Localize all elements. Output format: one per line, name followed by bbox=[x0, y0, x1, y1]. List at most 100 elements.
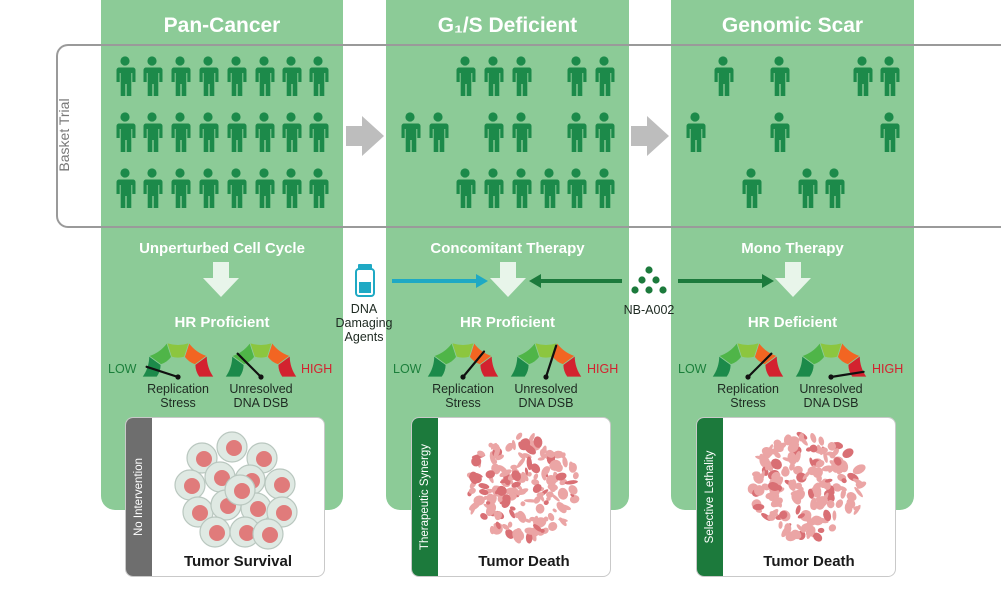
person-icon bbox=[595, 112, 615, 152]
arrow-down-icon bbox=[203, 262, 239, 297]
person-icon bbox=[484, 168, 504, 208]
person-icon bbox=[255, 56, 275, 96]
low-label: LOW bbox=[393, 362, 422, 376]
column-title: Genomic Scar bbox=[721, 14, 864, 37]
person-icon bbox=[227, 168, 247, 208]
person-icon bbox=[512, 56, 532, 96]
person-icon bbox=[171, 56, 191, 96]
dna-dsb-gauge bbox=[509, 341, 583, 380]
hr-status: HR Proficient bbox=[174, 314, 270, 331]
person-icon bbox=[567, 56, 587, 96]
arrow-right-icon bbox=[346, 116, 384, 156]
person-icon bbox=[143, 112, 163, 152]
card-tab: Therapeutic Synergy bbox=[412, 418, 438, 576]
person-icon bbox=[199, 112, 219, 152]
high-label: HIGH bbox=[872, 362, 904, 376]
high-label: HIGH bbox=[587, 362, 619, 376]
person-icon bbox=[171, 112, 191, 152]
replication-stress-gauge bbox=[426, 341, 500, 380]
person-icon bbox=[116, 112, 136, 152]
person-icon bbox=[880, 112, 900, 152]
column-subtitle: Concomitant Therapy bbox=[430, 240, 585, 257]
drug-label: NB-A002 bbox=[623, 303, 675, 317]
vial-icon bbox=[355, 264, 375, 297]
hr-status: HR Proficient bbox=[459, 314, 555, 331]
person-icon bbox=[456, 56, 476, 96]
person-icon bbox=[686, 112, 706, 152]
card-tab: Selective Lethality bbox=[697, 418, 723, 576]
person-icon bbox=[456, 168, 476, 208]
person-icon bbox=[770, 56, 790, 96]
card-label: Tumor Death bbox=[763, 553, 855, 570]
person-icon bbox=[512, 112, 532, 152]
person-icon bbox=[512, 168, 532, 208]
person-icon bbox=[116, 168, 136, 208]
person-icon bbox=[484, 56, 504, 96]
replication-stress-gauge bbox=[141, 341, 215, 380]
person-icon bbox=[770, 112, 790, 152]
column-title: Pan-Cancer bbox=[163, 14, 281, 37]
person-icon bbox=[798, 168, 818, 208]
low-label: LOW bbox=[108, 362, 137, 376]
person-icon bbox=[595, 168, 615, 208]
person-icon bbox=[227, 112, 247, 152]
column-subtitle: Mono Therapy bbox=[741, 240, 844, 257]
arrow-down-icon bbox=[775, 262, 811, 297]
low-label: LOW bbox=[678, 362, 707, 376]
drug-arrow-right bbox=[678, 274, 774, 288]
person-icon bbox=[282, 56, 302, 96]
person-icon bbox=[825, 168, 845, 208]
tumor-card-survival: No Intervention Tumor Survival bbox=[125, 417, 325, 577]
person-icon bbox=[143, 56, 163, 96]
person-icon bbox=[143, 168, 163, 208]
person-icon bbox=[484, 112, 504, 152]
column-subtitle: Unperturbed Cell Cycle bbox=[139, 240, 305, 257]
card-label: Tumor Survival bbox=[183, 553, 293, 570]
person-icon bbox=[309, 168, 329, 208]
person-icon bbox=[880, 56, 900, 96]
nb-a002-molecule-icon bbox=[631, 266, 667, 294]
dna-dsb-gauge bbox=[224, 341, 298, 380]
basket-trial-bracket bbox=[56, 44, 1001, 228]
person-icon bbox=[309, 56, 329, 96]
arrow-right-icon bbox=[631, 116, 669, 156]
person-icon bbox=[540, 168, 560, 208]
card-label: Tumor Death bbox=[478, 553, 570, 570]
card-tab: No Intervention bbox=[126, 418, 152, 576]
person-icon bbox=[567, 112, 587, 152]
drug-arrow-left bbox=[529, 274, 622, 288]
person-icon bbox=[199, 168, 219, 208]
hr-status: HR Deficient bbox=[747, 314, 838, 331]
person-icon bbox=[567, 168, 587, 208]
dna-dsb-gauge bbox=[794, 341, 868, 380]
person-icon bbox=[595, 56, 615, 96]
person-icon bbox=[255, 112, 275, 152]
person-icon bbox=[116, 56, 136, 96]
person-icon bbox=[282, 168, 302, 208]
person-icon bbox=[429, 112, 449, 152]
person-icon bbox=[742, 168, 762, 208]
person-icon bbox=[199, 56, 219, 96]
column-title: G₁/S Deficient bbox=[437, 14, 578, 37]
person-icon bbox=[401, 112, 421, 152]
high-label: HIGH bbox=[301, 362, 333, 376]
person-icon bbox=[714, 56, 734, 96]
person-icon bbox=[309, 112, 329, 152]
replication-stress-gauge bbox=[711, 341, 785, 380]
person-icon bbox=[853, 56, 873, 96]
dna-agents-arrow bbox=[392, 274, 488, 288]
person-icon bbox=[282, 112, 302, 152]
tumor-card-lethality: Selective Lethality Tumor Death bbox=[696, 417, 896, 577]
person-icon bbox=[255, 168, 275, 208]
person-icon bbox=[227, 56, 247, 96]
tumor-card-synergy: Therapeutic Synergy Tumor Death bbox=[411, 417, 611, 577]
arrow-down-icon bbox=[490, 262, 526, 297]
